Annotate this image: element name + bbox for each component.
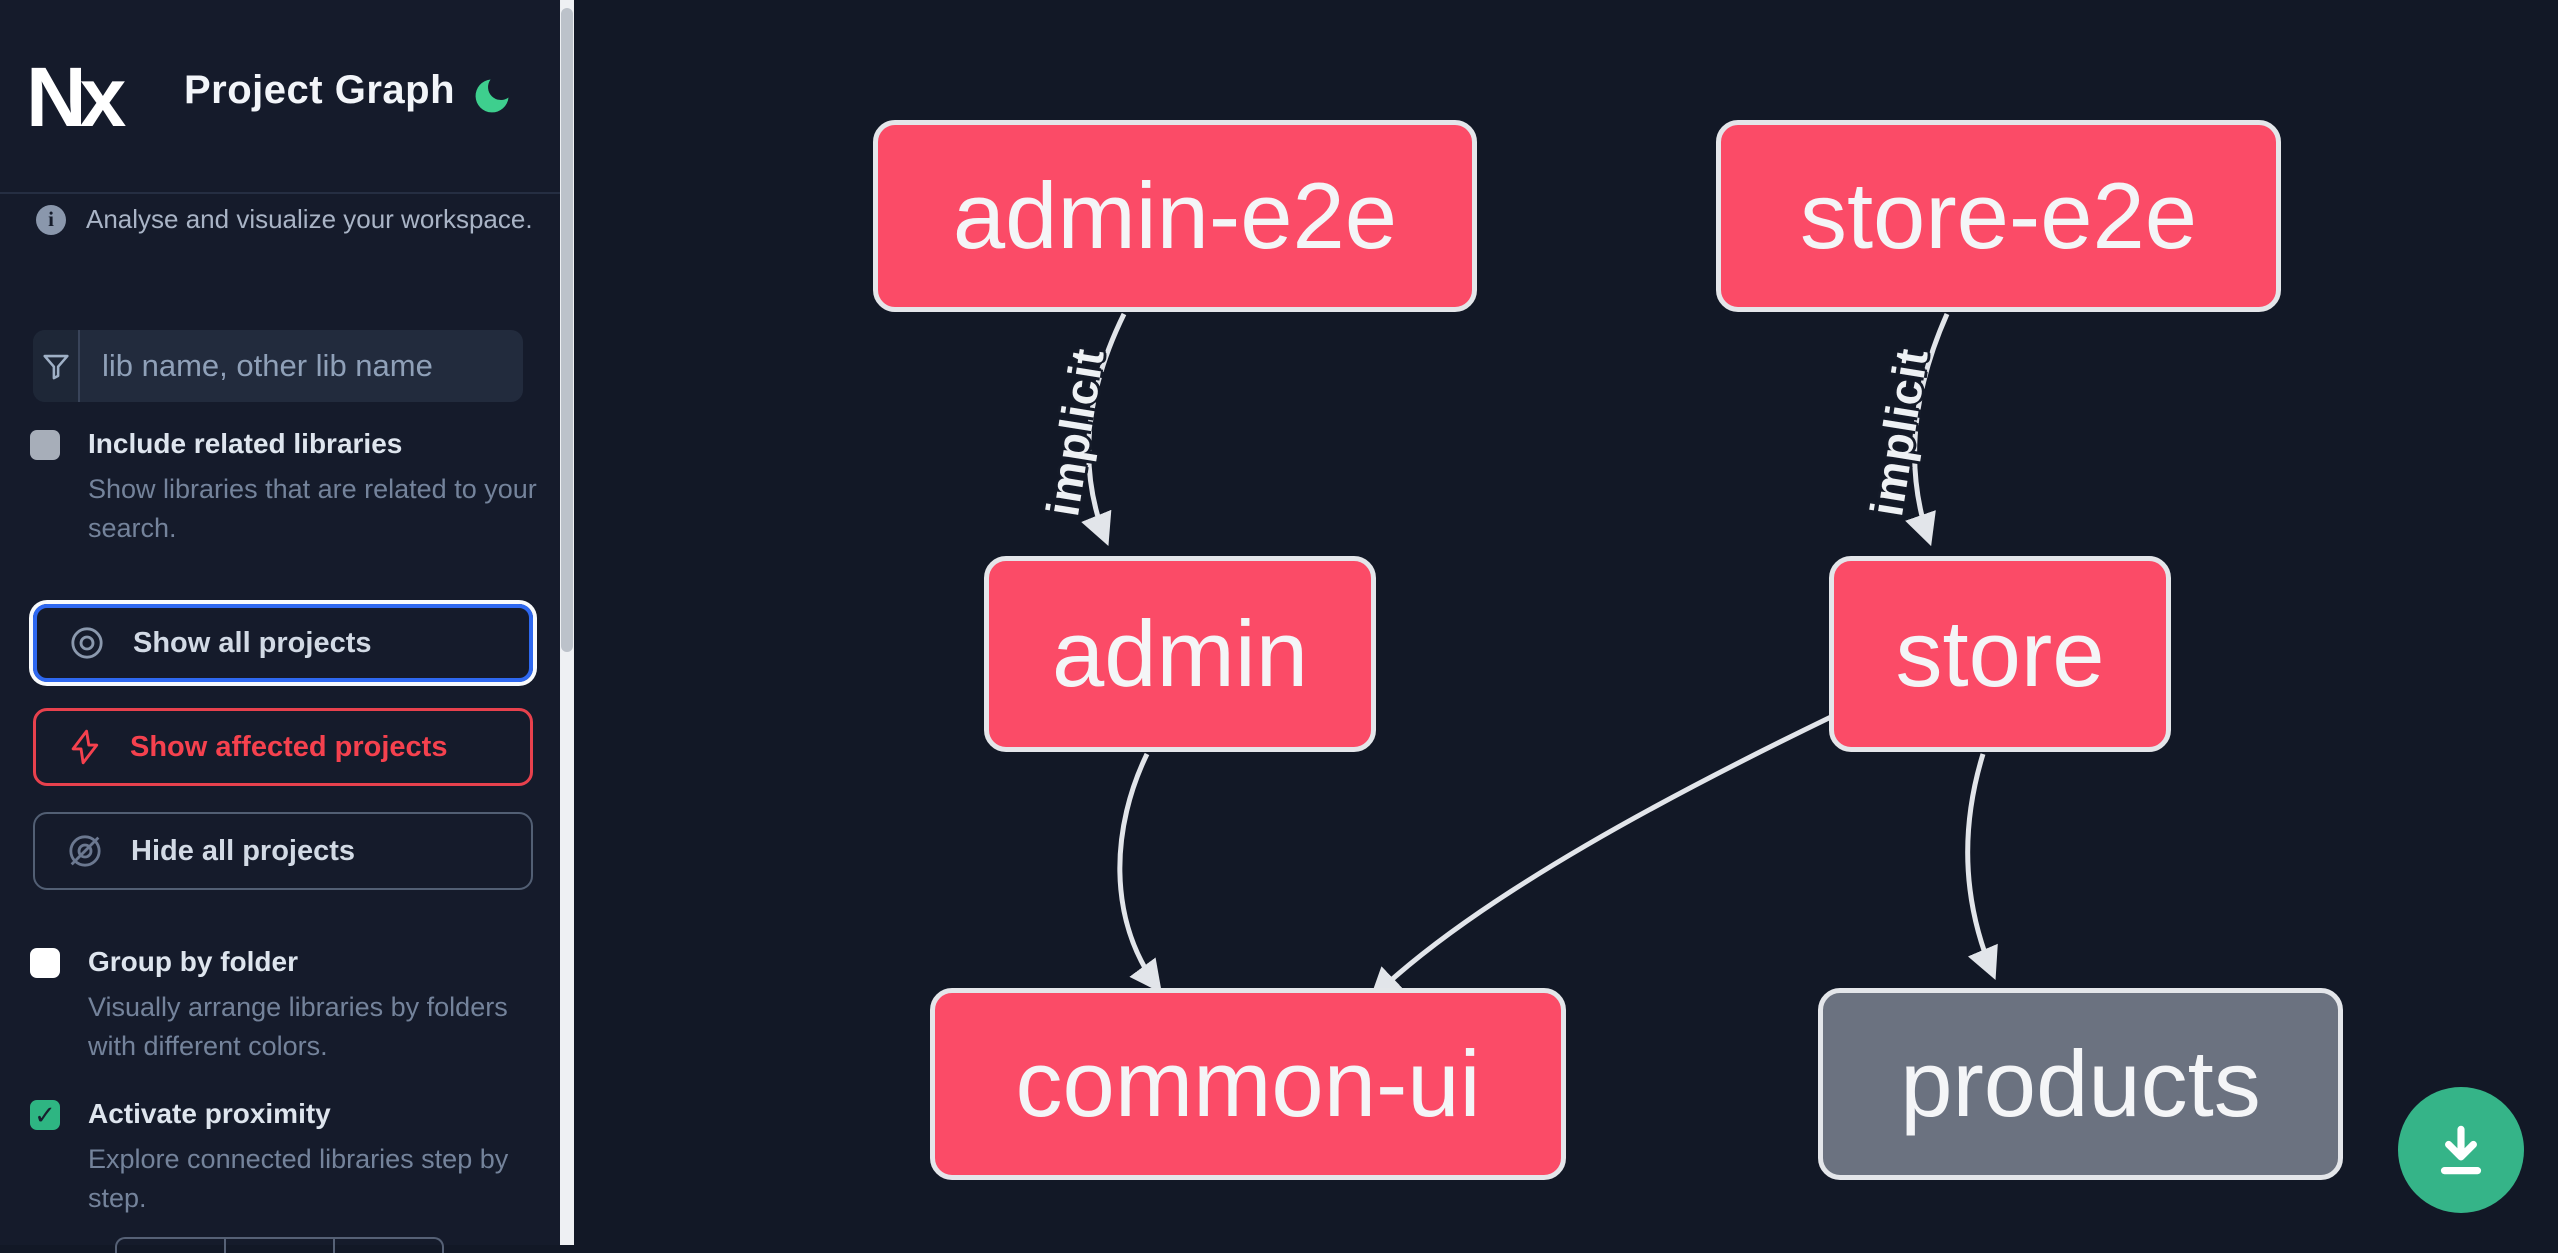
- search-input[interactable]: [80, 330, 523, 402]
- eye-off-icon: [69, 835, 101, 867]
- toggle-description: Explore connected libraries step by step…: [88, 1144, 509, 1213]
- toggle-description: Visually arrange libraries by folders wi…: [88, 992, 508, 1061]
- download-icon: [2440, 1125, 2482, 1175]
- moon-icon[interactable]: [470, 74, 514, 118]
- node-store-e2e[interactable]: store-e2e: [1716, 120, 2281, 312]
- node-admin[interactable]: admin: [984, 556, 1376, 752]
- info-icon: i: [36, 204, 66, 235]
- proximity-depth-control[interactable]: [115, 1237, 444, 1253]
- workspace-tagline-row: i Analyse and visualize your workspace.: [36, 204, 536, 235]
- node-common-ui[interactable]: common-ui: [930, 988, 1566, 1180]
- toggle-label: Include related libraries: [88, 428, 403, 459]
- node-products[interactable]: products: [1818, 988, 2343, 1180]
- sidebar: Nx Project Graph i Analyse and visualize…: [0, 0, 560, 1253]
- search-box: [33, 330, 523, 402]
- node-admin-e2e[interactable]: admin-e2e: [873, 120, 1477, 312]
- bolt-icon: [71, 729, 99, 765]
- toggle-label: Group by folder: [88, 946, 298, 977]
- svg-text:Nx: Nx: [30, 52, 126, 138]
- filter-funnel-icon: [33, 330, 80, 402]
- depth-decrement[interactable]: [117, 1239, 226, 1253]
- depth-value: [226, 1239, 335, 1253]
- sidebar-scrollbar[interactable]: [560, 0, 574, 1245]
- sidebar-header: Nx Project Graph: [0, 0, 560, 194]
- download-graph-button[interactable]: [2398, 1087, 2524, 1213]
- depth-increment[interactable]: [335, 1239, 442, 1253]
- node-store[interactable]: store: [1829, 556, 2171, 752]
- button-label: Hide all projects: [131, 834, 356, 867]
- checkbox-activate-proximity-checked[interactable]: ✓: [30, 1100, 60, 1130]
- checkbox-group-by-folder[interactable]: [30, 948, 60, 978]
- button-label: Show all projects: [133, 626, 372, 659]
- tagline-text: Analyse and visualize your workspace.: [86, 204, 533, 234]
- eye-icon: [71, 627, 103, 659]
- show-all-projects-button[interactable]: Show all projects: [33, 604, 533, 682]
- scrollbar-thumb[interactable]: [561, 8, 573, 652]
- nx-logo: Nx: [30, 52, 126, 138]
- button-label: Show affected projects: [130, 730, 448, 763]
- page-title: Project Graph: [184, 68, 456, 112]
- hide-all-projects-button[interactable]: Hide all projects: [33, 812, 533, 890]
- show-affected-projects-button[interactable]: Show affected projects: [33, 708, 533, 786]
- checkbox-include-related[interactable]: [30, 430, 60, 460]
- toggle-label: Activate proximity: [88, 1098, 331, 1129]
- toggle-description: Show libraries that are related to your …: [88, 474, 537, 543]
